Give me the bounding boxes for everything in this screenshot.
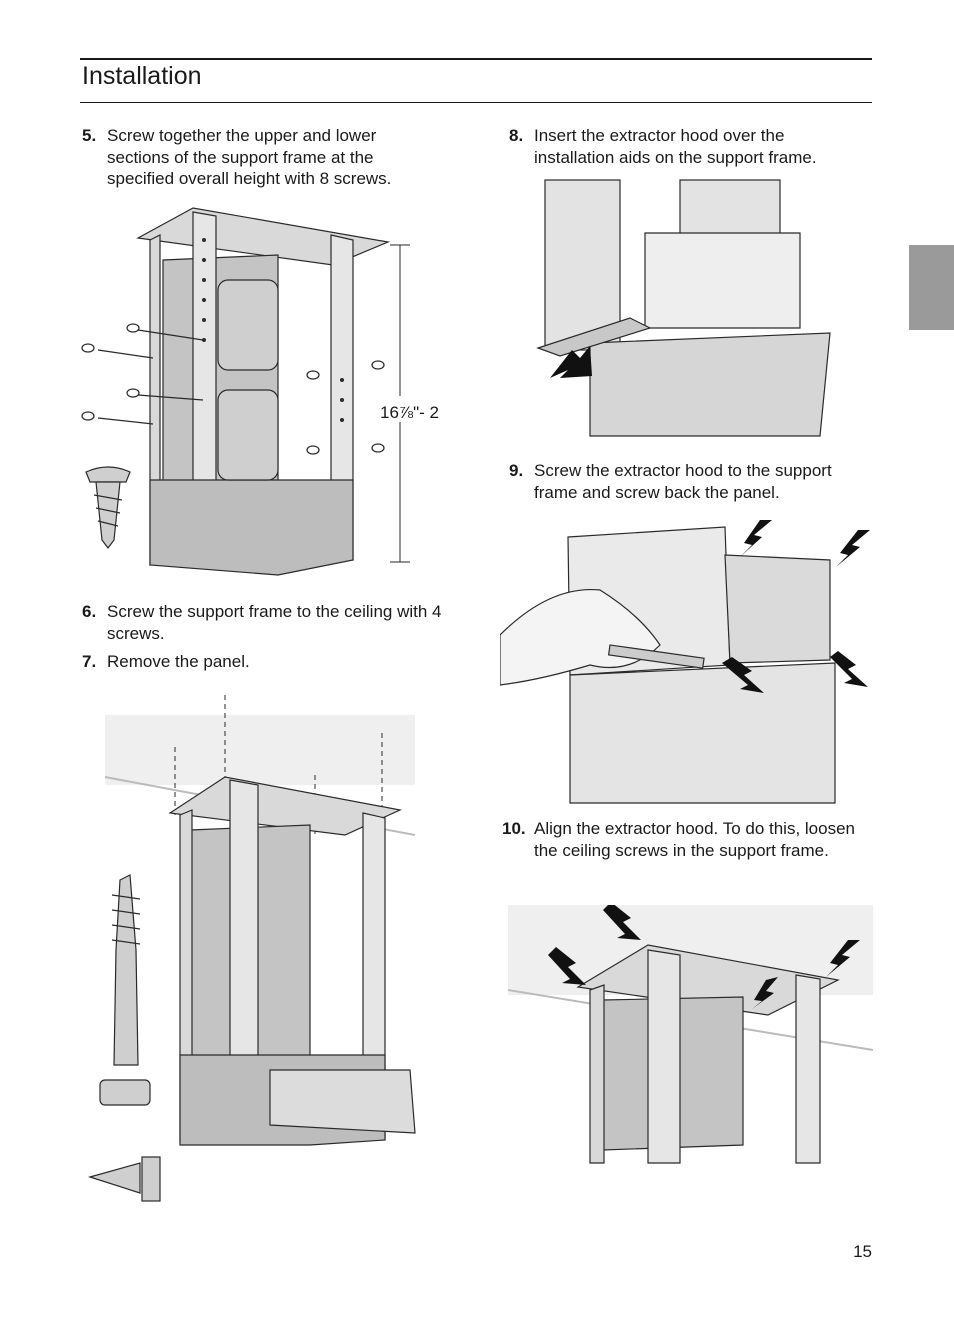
hood-body [589, 332, 831, 437]
page-title: Installation [82, 62, 202, 90]
step-number: 10. [502, 819, 526, 838]
step-text: Screw the support frame to the ceiling w… [107, 602, 442, 643]
frame-front-rail [647, 949, 681, 1164]
arrow-icon [550, 346, 592, 378]
ceiling-shading [105, 715, 415, 785]
step-text: Insert the extractor hood over the insta… [534, 126, 817, 167]
arrow-icon [836, 530, 870, 567]
step-6: 6. Screw the support frame to the ceilin… [82, 601, 442, 644]
screws [81, 323, 385, 455]
dimension-label: 16⅞"- 2 [380, 403, 439, 422]
step-text: Remove the panel. [107, 652, 250, 671]
arrow-icon [752, 977, 778, 1009]
arrow-icon [826, 940, 860, 977]
large-screw-detail [85, 466, 131, 549]
arrow-icon [722, 657, 764, 693]
section-tab [909, 245, 954, 330]
step-number: 6. [82, 602, 97, 621]
step-text: Screw the extractor hood to the support … [534, 461, 832, 502]
step-5: 5. Screw together the upper and lower se… [82, 125, 442, 190]
figure-screw-hood [500, 520, 870, 804]
hood-lip [536, 317, 652, 357]
removed-panel [269, 1069, 416, 1134]
top-rule [80, 58, 872, 60]
support-rail-left [544, 179, 621, 351]
inner-plate-lower [217, 389, 279, 481]
frame-right-rail [795, 974, 821, 1164]
hood-lower-body [569, 662, 836, 804]
title-underline [80, 102, 872, 103]
inner-plate-upper [217, 279, 279, 371]
hood-upper [644, 232, 801, 329]
step-9: 9. Screw the extractor hood to the suppo… [509, 460, 869, 503]
step-number: 8. [509, 126, 524, 145]
figure-ceiling-mount [87, 695, 416, 1202]
step-text: Screw together the upper and lower secti… [107, 126, 392, 188]
figure-frame-assembly: 16⅞"- 2 [81, 207, 452, 576]
step-number: 5. [82, 126, 97, 145]
arrow-icon [603, 905, 641, 940]
frame-left-rail [589, 984, 605, 1164]
small-screw-detail [87, 1156, 161, 1202]
step-10: 10. Align the extractor hood. To do this… [502, 818, 872, 861]
step-number: 9. [509, 461, 524, 480]
hood-side-panel [724, 554, 831, 664]
step-8: 8. Insert the extractor hood over the in… [509, 125, 869, 168]
hand-with-wrench [500, 588, 705, 686]
page-number: 15 [853, 1242, 872, 1261]
step-number: 7. [82, 652, 97, 671]
lag-screw-detail [99, 874, 151, 1106]
frame-bottom-box [149, 479, 354, 576]
arrow-icon [740, 520, 772, 557]
arrow-icon [830, 651, 868, 687]
figure-align-hood [508, 905, 873, 1164]
figure-insert-hood [536, 179, 831, 437]
arrow-icon [548, 947, 586, 985]
step-text: Align the extractor hood. To do this, lo… [534, 819, 855, 860]
step-7: 7. Remove the panel. [82, 651, 442, 673]
